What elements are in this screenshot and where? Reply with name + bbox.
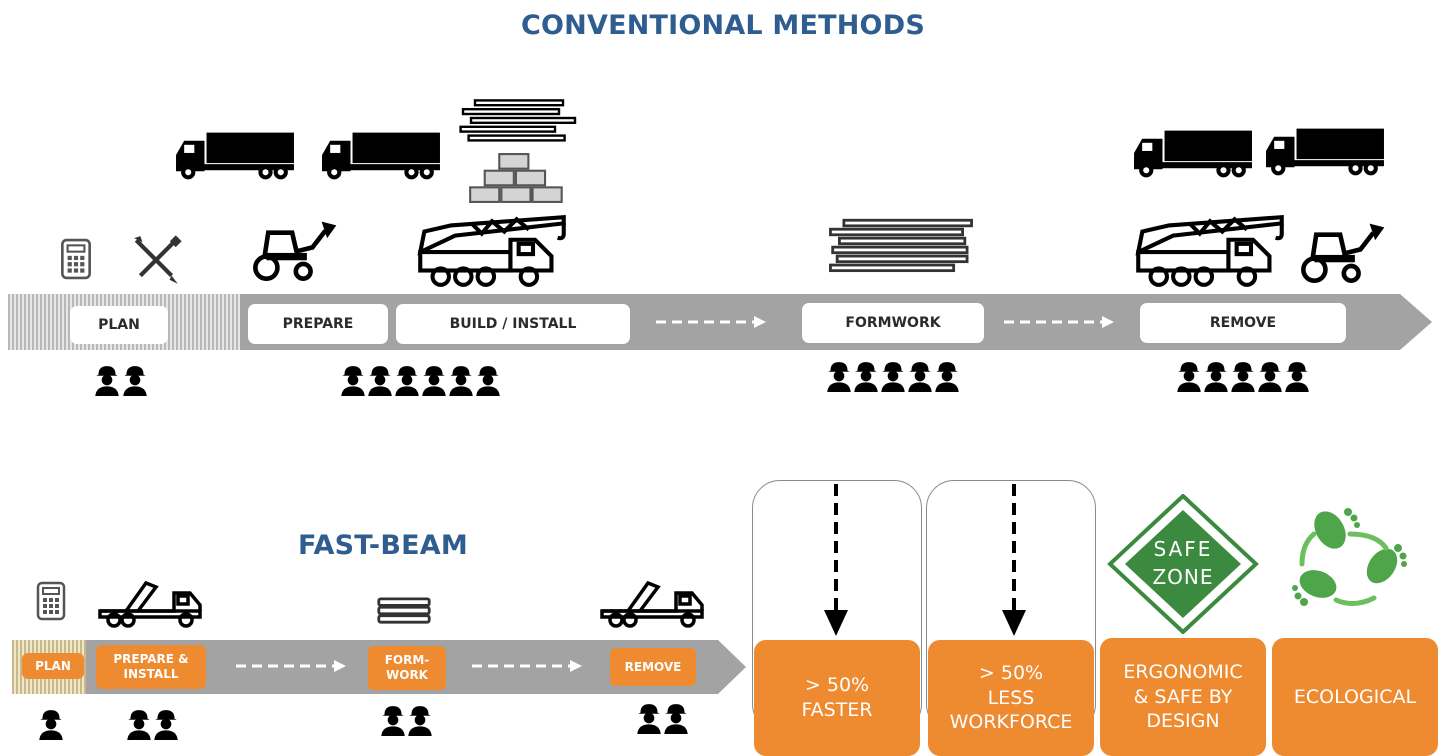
benefit-ergonomic: ERGONOMIC & SAFE BY DESIGN bbox=[1100, 638, 1266, 756]
conventional-step-formwork: FORMWORK bbox=[802, 303, 984, 343]
worker-group bbox=[380, 704, 433, 738]
worker-icon bbox=[94, 364, 120, 396]
worker-group bbox=[126, 708, 179, 742]
worker-icon bbox=[122, 364, 148, 396]
worker-icon bbox=[853, 360, 879, 392]
worker-group bbox=[38, 708, 64, 742]
formwork-boards-icon bbox=[826, 218, 976, 274]
worker-icon bbox=[475, 364, 501, 396]
worker-icon bbox=[340, 364, 366, 396]
worker-group bbox=[94, 364, 148, 398]
worker-icon bbox=[367, 364, 393, 396]
benefit-less-workforce: > 50% LESS WORKFORCE bbox=[928, 640, 1094, 756]
beam-stack-icon bbox=[376, 596, 432, 626]
ecological-footprints-icon bbox=[1292, 508, 1407, 606]
calculator-icon bbox=[36, 580, 66, 622]
safe-zone-text-2: ZONE bbox=[1152, 565, 1213, 589]
safe-zone-icon: SAFE ZONE bbox=[1107, 494, 1259, 634]
worker-icon bbox=[907, 360, 933, 392]
fastbeam-title: FAST-BEAM bbox=[298, 530, 468, 561]
worker-icon bbox=[407, 704, 433, 736]
truck-icon bbox=[174, 130, 296, 182]
conventional-step-prepare: PREPARE bbox=[248, 304, 388, 344]
truck-icon bbox=[1132, 128, 1254, 180]
pencil-ruler-icon bbox=[130, 234, 182, 286]
truck-icon bbox=[1264, 126, 1386, 178]
dashed-arrow-icon bbox=[472, 660, 582, 672]
planks-icon bbox=[452, 98, 586, 146]
worker-icon bbox=[38, 708, 64, 740]
worker-icon bbox=[636, 702, 662, 734]
conventional-step-build: BUILD / INSTALL bbox=[396, 304, 630, 344]
worker-icon bbox=[934, 360, 960, 392]
benefit-faster: > 50% FASTER bbox=[754, 640, 920, 756]
conventional-title: CONVENTIONAL METHODS bbox=[521, 10, 925, 41]
fastbeam-step-plan: PLAN bbox=[22, 653, 84, 679]
worker-icon bbox=[1203, 360, 1229, 392]
worker-group bbox=[826, 360, 960, 394]
crane-truck-icon bbox=[1128, 208, 1292, 292]
worker-icon bbox=[1284, 360, 1310, 392]
dashed-arrow-icon bbox=[1004, 316, 1114, 328]
blocks-icon bbox=[466, 152, 570, 204]
worker-icon bbox=[126, 708, 152, 740]
tractor-icon bbox=[248, 218, 340, 286]
truck-icon bbox=[320, 130, 442, 182]
worker-group bbox=[636, 702, 689, 736]
down-arrow-icon bbox=[824, 484, 848, 636]
worker-icon bbox=[826, 360, 852, 392]
calculator-icon bbox=[60, 238, 92, 280]
worker-icon bbox=[663, 702, 689, 734]
worker-icon bbox=[153, 708, 179, 740]
worker-icon bbox=[1230, 360, 1256, 392]
cargo-truck-icon bbox=[96, 574, 206, 630]
conventional-step-plan: PLAN bbox=[70, 306, 168, 344]
worker-icon bbox=[394, 364, 420, 396]
fastbeam-step-formwork: FORM- WORK bbox=[368, 646, 446, 690]
worker-icon bbox=[1176, 360, 1202, 392]
safe-zone-text-1: SAFE bbox=[1154, 537, 1213, 561]
worker-icon bbox=[1257, 360, 1283, 392]
worker-icon bbox=[880, 360, 906, 392]
worker-icon bbox=[421, 364, 447, 396]
dashed-arrow-icon bbox=[656, 316, 766, 328]
crane-truck-icon bbox=[410, 208, 574, 292]
dashed-arrow-icon bbox=[236, 660, 346, 672]
worker-group bbox=[1176, 360, 1310, 394]
worker-icon bbox=[448, 364, 474, 396]
worker-group bbox=[340, 364, 501, 398]
conventional-step-remove: REMOVE bbox=[1140, 303, 1346, 343]
worker-icon bbox=[380, 704, 406, 736]
tractor-icon bbox=[1296, 220, 1388, 288]
cargo-truck-icon bbox=[598, 574, 708, 630]
fastbeam-step-remove: REMOVE bbox=[610, 648, 696, 686]
down-arrow-icon bbox=[1002, 484, 1026, 636]
fastbeam-step-prepare: PREPARE & INSTALL bbox=[96, 645, 206, 689]
benefit-ecological: ECOLOGICAL bbox=[1272, 638, 1438, 756]
